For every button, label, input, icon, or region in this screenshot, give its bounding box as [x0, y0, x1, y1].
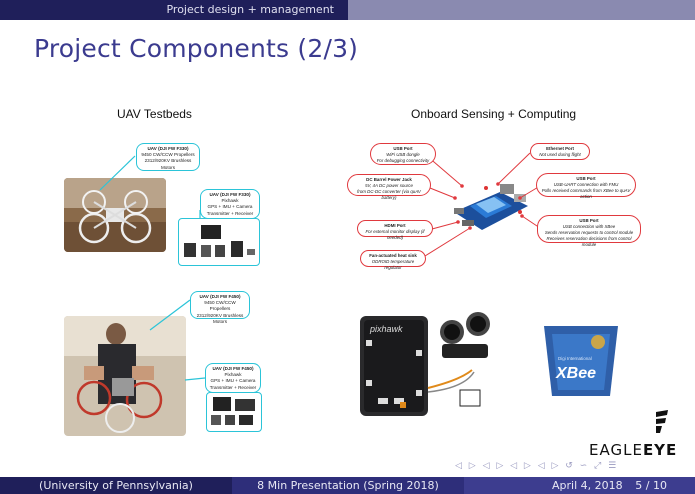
callout-f330-controller: UAV (DJI FW F330) Pixhawk GPS + IMU + Ca… [200, 189, 260, 219]
footer-page-number: 5 / 10 [635, 479, 667, 492]
footer-right: April 4, 2018 5 / 10 [464, 477, 695, 494]
header-section-label[interactable]: Project design + management [166, 3, 334, 16]
eagleeye-logo-text: EAGLEEYE [589, 441, 678, 459]
xbee-digi-label: Digi International [558, 356, 592, 361]
uav-f330-components-box [178, 218, 260, 266]
callout-f330-frame: UAV (DJI FW F330) 9450 CW/CCW Propellers… [136, 143, 200, 171]
footer-institution: (University of Pennsylvania) [0, 477, 232, 494]
beamer-navigation-controls[interactable]: ◁ ▷ ◁ ▷ ◁ ▷ ◁ ▷ ↺ ∽ ⤢ ☰ [455, 461, 619, 471]
callout-f450-controller: UAV (DJI FW F450) Pixhawk GPS + IMU + Ca… [205, 363, 261, 393]
pixhawk-camera-image: pixhawk [360, 310, 490, 420]
callout-hdmi-port: HDMI Port For external monitor display (… [357, 220, 433, 240]
uav-f450-photo [64, 316, 186, 436]
footer-date: April 4, 2018 [552, 479, 623, 492]
callout-f450-frame: UAV (DJI FW F450) 9450 CW/CCW Propellers… [190, 291, 250, 324]
callout-usb-xbee: USB Port USB connection with XBee Sends … [537, 215, 641, 247]
footer-presentation: 8 Min Presentation (Spring 2018) [232, 477, 464, 494]
pixhawk-label: pixhawk [369, 324, 403, 334]
callout-usb-wifi: USB Port WiFi USB dongle For debugging c… [370, 143, 436, 165]
callout-dc-barrel-jack: DC Barrel Power Jack 5V, 4A DC power sou… [347, 174, 431, 200]
onboard-sensing-label: Onboard Sensing + Computing [411, 107, 577, 121]
uav-testbeds-label: UAV Testbeds [117, 107, 192, 121]
callout-fan-heatsink: Fan-actuated heat sink ODROID temperatur… [360, 250, 426, 270]
slide-title: Project Components (2/3) [34, 34, 359, 63]
eagleeye-logo-icon [656, 410, 668, 433]
xbee-label: XBee [555, 365, 596, 382]
xbee-module-image: Digi International XBee [540, 320, 622, 400]
header-section-active[interactable] [0, 0, 348, 20]
callout-ethernet-port: Ethernet Port Not used during flight [530, 143, 590, 160]
header-bar-right [348, 0, 695, 20]
uav-f330-photo [64, 178, 166, 252]
callout-usb-uart: USB Port USB-UART connection with FMU Po… [536, 173, 636, 199]
footer-bar: (University of Pennsylvania) 8 Min Prese… [0, 477, 695, 494]
